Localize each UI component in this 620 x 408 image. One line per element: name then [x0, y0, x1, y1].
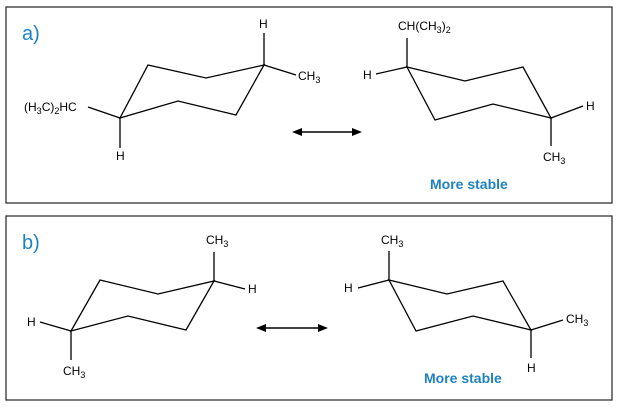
atom-h-bottom: H: [116, 149, 125, 163]
panel-b-label: b): [22, 232, 40, 254]
methyl-group-top: CH3: [381, 233, 403, 249]
equatorial-bond-h: [375, 66, 408, 75]
equatorial-bond-isopropyl: [87, 106, 121, 119]
methyl-group-top: CH3: [206, 233, 228, 249]
atom-h-left: H: [363, 68, 372, 82]
more-stable-note-a: More stable: [430, 176, 508, 192]
equatorial-bond-h: [213, 280, 246, 290]
equatorial-bond-h: [39, 321, 72, 332]
equatorial-bond-h: [550, 105, 584, 119]
panel-b-equilibrium-arrow: [256, 324, 328, 332]
panel-a-left-chair: H CH3 (H3C)2HC H: [24, 17, 320, 163]
atom-h-top: H: [259, 17, 268, 31]
panel-a-frame: [5, 6, 613, 204]
methyl-group-right: CH3: [566, 312, 588, 328]
atom-h-left: H: [344, 281, 353, 295]
equatorial-bond-h: [357, 279, 390, 289]
methyl-group: CH3: [298, 69, 320, 85]
equatorial-bond-methyl: [530, 319, 564, 331]
isopropyl-group: (H3C)2HC: [24, 100, 77, 116]
atom-h-left: H: [27, 315, 36, 329]
methyl-group-bottom: CH3: [63, 364, 85, 380]
atom-h-bottom: H: [527, 361, 536, 375]
isopropyl-group: CH(CH3)2: [398, 19, 451, 35]
panel-b-left-chair: CH3 H H CH3: [27, 233, 257, 380]
panel-b-right-chair: CH3 H CH3 H: [344, 233, 588, 375]
more-stable-note-b: More stable: [424, 370, 502, 386]
panel-a-right-chair: CH(CH3)2 H H CH3: [363, 19, 595, 166]
atom-h-right: H: [586, 99, 595, 113]
panel-a-equilibrium-arrow: [292, 128, 362, 136]
equatorial-bond-methyl: [263, 64, 297, 76]
atom-h-right: H: [248, 282, 257, 296]
panel-b-frame: [5, 215, 613, 401]
panel-a-label: a): [22, 23, 40, 45]
methyl-group: CH3: [543, 150, 565, 166]
